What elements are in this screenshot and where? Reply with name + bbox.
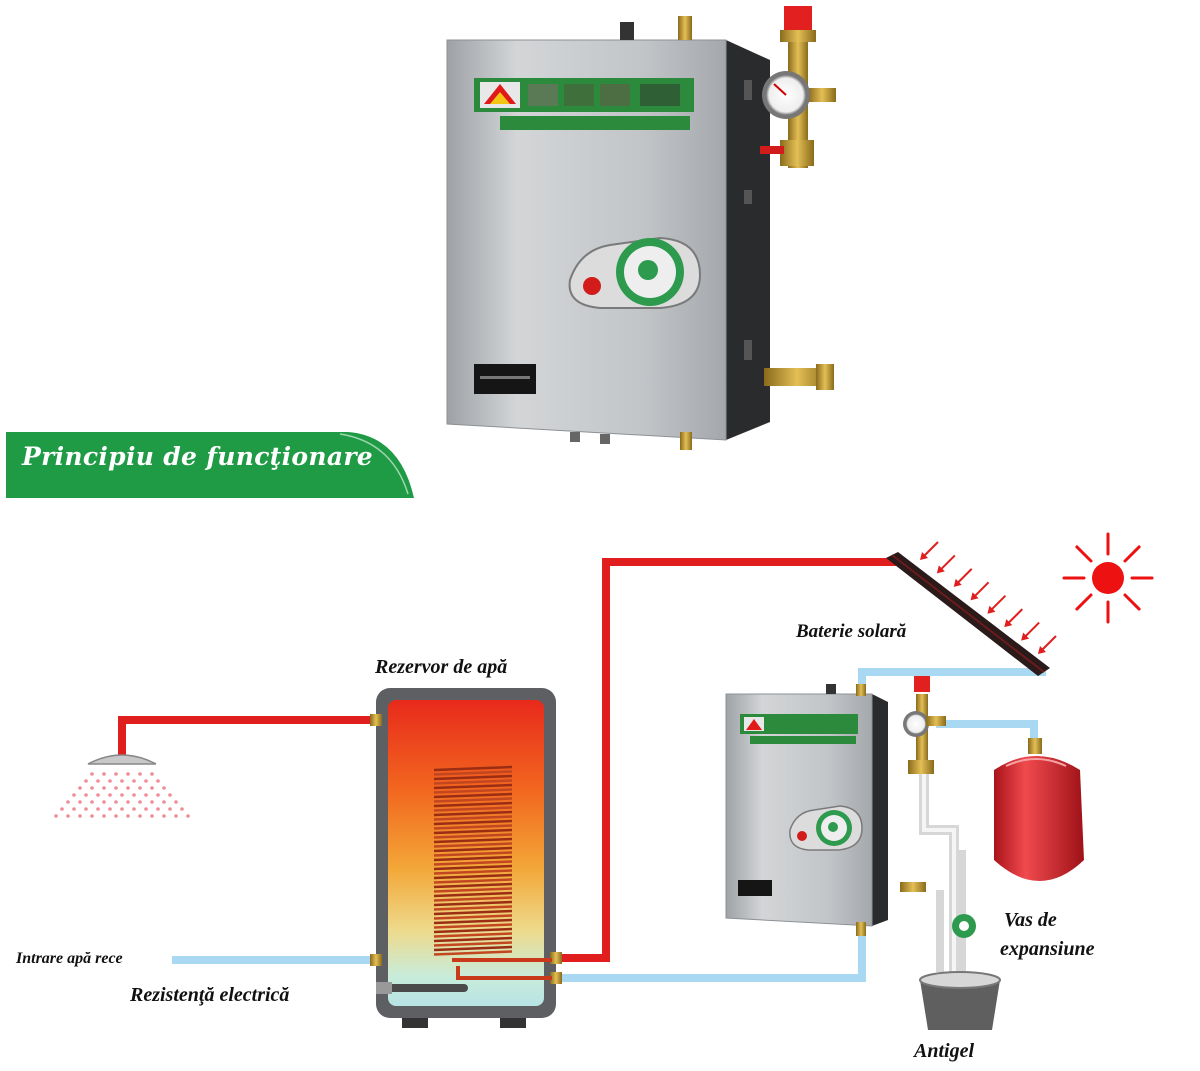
- logo-strip: [474, 78, 694, 130]
- solar-panel: [886, 541, 1057, 676]
- label-water-tank: Rezervor de apă: [374, 656, 507, 678]
- heat-exchanger-coil: [433, 765, 513, 956]
- pump-icon: [952, 914, 976, 938]
- label-expansion-vessel-line2: expansiune: [1000, 938, 1095, 960]
- electric-heater: [376, 982, 468, 994]
- antifreeze-bucket: [919, 971, 1001, 1030]
- label-solar-panel: Baterie solară: [795, 621, 907, 642]
- pump-controller: [568, 236, 702, 309]
- sun-rays: [920, 541, 1057, 654]
- solar-station-unit-large: [446, 6, 836, 450]
- shower-icon: [54, 754, 190, 818]
- diagram-labels: Baterie solară Rezervor de apă Intrare a…: [15, 621, 1095, 1062]
- sun-icon: [1062, 532, 1154, 624]
- expansion-vessel: [994, 738, 1084, 881]
- water-tank: [370, 688, 562, 1028]
- valve-group: [760, 6, 836, 390]
- section-title: Principiu de funcţionare: [22, 442, 374, 471]
- label-electric-heater: Rezistenţă electrică: [129, 984, 289, 1006]
- label-antifreeze: Antigel: [912, 1040, 974, 1062]
- label-expansion-vessel-line1: Vas de: [1004, 909, 1057, 931]
- label-cold-water-inlet: Intrare apă rece: [15, 950, 123, 967]
- solar-station-unit-small: [725, 676, 946, 936]
- antifreeze-lines: [919, 774, 966, 972]
- section-banner: [6, 432, 414, 498]
